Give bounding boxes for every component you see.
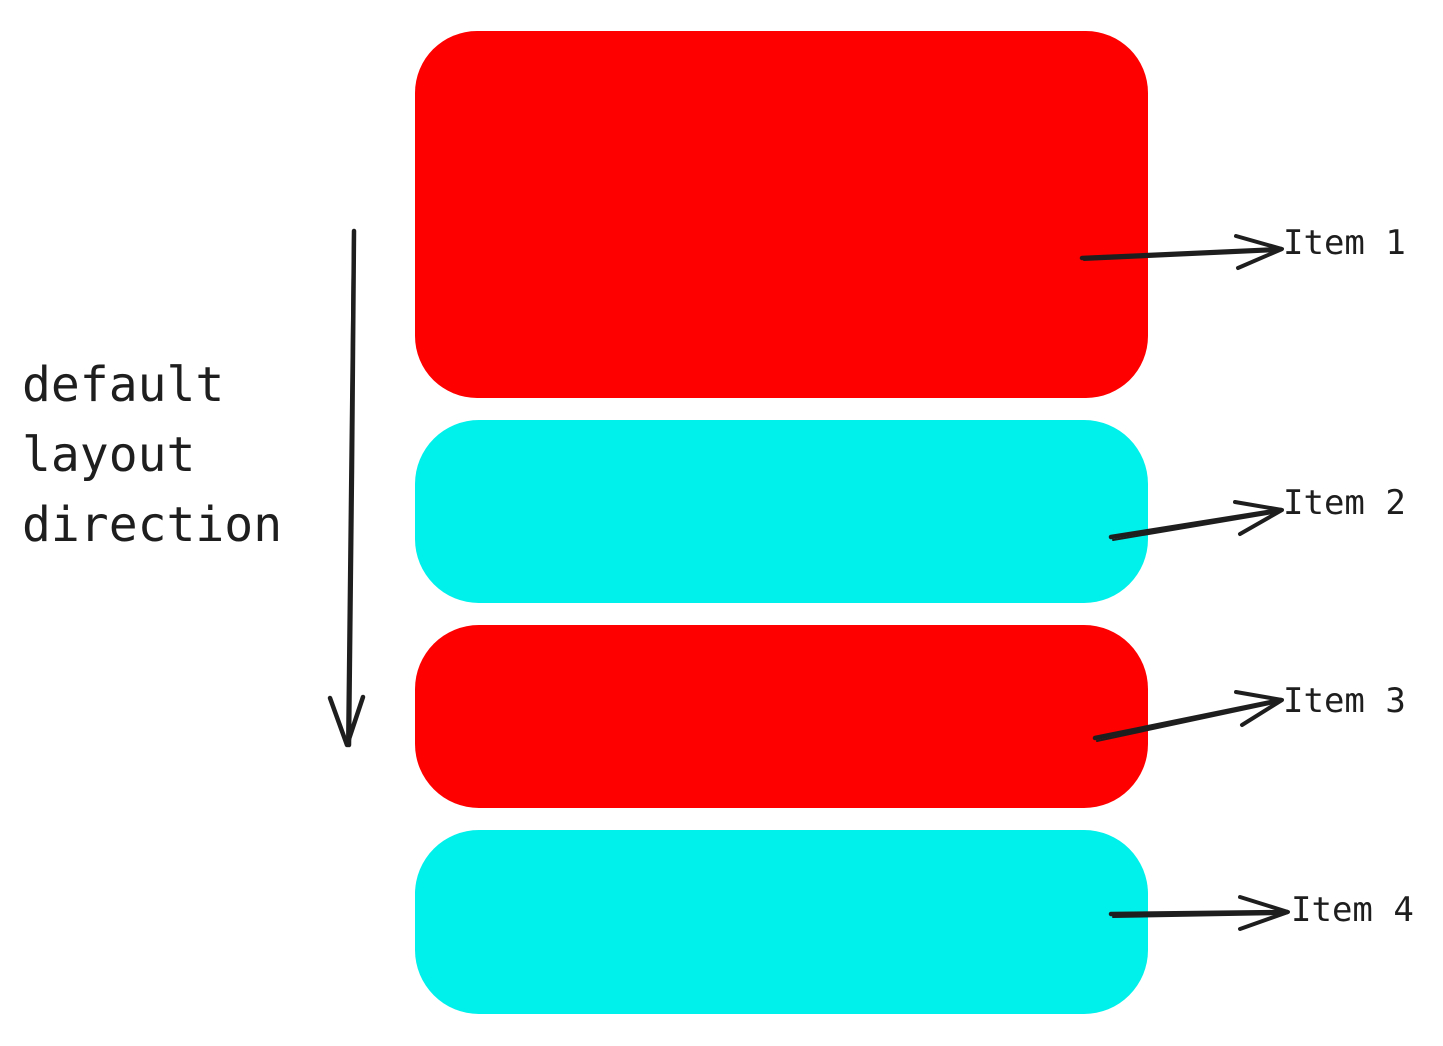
direction-label-line-layout: layout: [22, 427, 196, 483]
direction-label-line-default: default: [22, 357, 225, 413]
item-4-label: Item 4: [1291, 890, 1414, 930]
layout-direction-arrow: [327, 228, 366, 748]
item-1-label: Item 1: [1283, 223, 1406, 263]
item-2-label: Item 2: [1283, 483, 1406, 523]
item-2-box: [415, 420, 1148, 603]
item-3-box: [415, 625, 1148, 808]
item-3-label: Item 3: [1283, 681, 1406, 721]
item-4-box: [415, 830, 1148, 1014]
direction-label-line-direction: direction: [22, 497, 283, 553]
item-1-box: [415, 31, 1148, 398]
